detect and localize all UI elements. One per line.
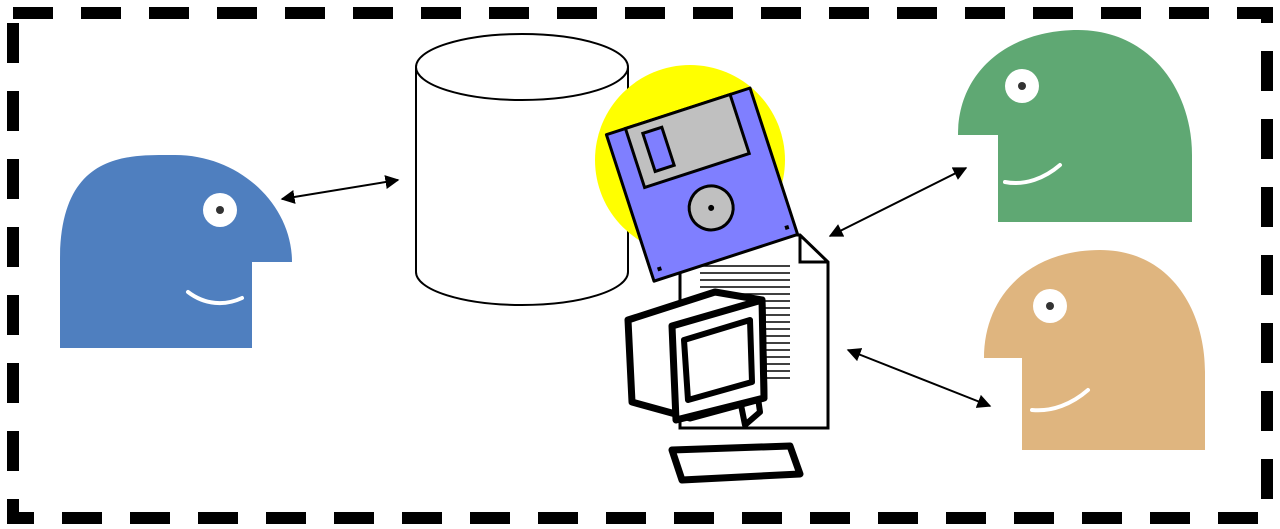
floppy-shutter-slot <box>640 125 677 174</box>
dashed-frame <box>7 7 1273 524</box>
person-left-head-icon <box>60 154 292 348</box>
floppy-notch-left <box>656 266 662 272</box>
database-top <box>415 33 629 101</box>
person-left-pupil <box>216 206 224 214</box>
database-cylinder-icon <box>415 33 629 306</box>
computer-screen <box>681 317 755 403</box>
floppy-disk-icon <box>595 65 800 283</box>
person-top-right-head-shape <box>958 30 1192 222</box>
person-bottom-right-pupil <box>1046 302 1054 310</box>
database-body <box>415 67 629 306</box>
person-bottom-right-head-shape <box>984 250 1205 450</box>
person-top-right-smile <box>1003 163 1062 185</box>
floppy-notch-right <box>784 224 790 230</box>
arrow-person-left-database <box>280 175 400 204</box>
person-left-smile <box>186 290 244 306</box>
person-left-head-shape <box>60 154 292 348</box>
desktop-computer-icon <box>624 288 804 484</box>
arrow-computer-person-bottom-right <box>846 348 992 408</box>
document-fold <box>798 235 828 264</box>
floppy-hub-center <box>708 204 715 211</box>
person-bottom-right-smile <box>1030 388 1090 413</box>
person-top-right-head-icon <box>958 30 1192 222</box>
arrow-computer-person-top-right <box>828 167 968 237</box>
person-top-right-pupil <box>1018 82 1026 90</box>
computer-keyboard <box>668 442 804 484</box>
person-bottom-right-head-icon <box>984 250 1205 450</box>
